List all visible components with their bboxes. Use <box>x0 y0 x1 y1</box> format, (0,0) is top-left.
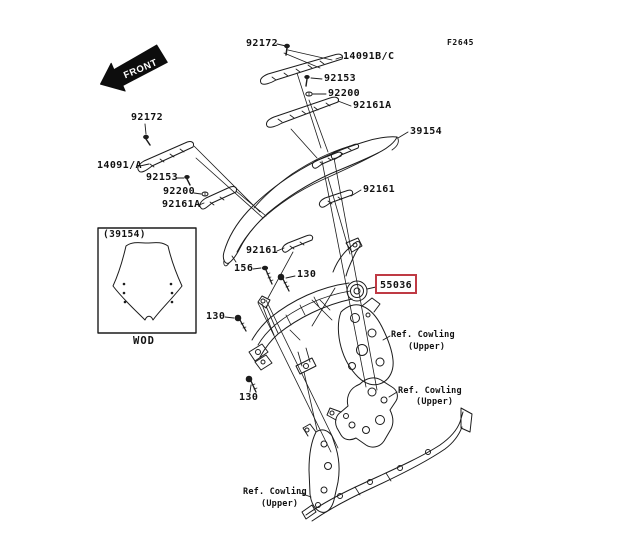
cowling-rail-drawing <box>301 407 473 522</box>
front-arrow: FRONT <box>99 44 168 92</box>
fastener-drawings <box>234 265 290 393</box>
part-label-92161-right: 92161 <box>363 184 396 195</box>
pad-drawings <box>281 189 354 253</box>
part-label-92161a-top: 92161A <box>353 100 392 111</box>
cowling-bracket-drawings <box>302 297 398 513</box>
part-label-92153-left: 92153 <box>146 172 179 183</box>
part-label-130-a: 130 <box>297 269 317 280</box>
part-label-39154: 39154 <box>410 126 443 137</box>
leader-lines <box>139 43 409 498</box>
inset-part-label: (39154) <box>103 229 146 240</box>
ref-cowling-upper-3-line2: (Upper) <box>261 499 299 509</box>
left-trim-assembly-drawing <box>137 134 267 219</box>
long-reference-lines <box>257 157 378 453</box>
part-label-92200-left: 92200 <box>163 186 196 197</box>
part-label-92161-left: 92161 <box>246 245 279 256</box>
top-trim-assembly-drawing <box>260 43 343 159</box>
ref-cowling-upper-2-line2: (Upper) <box>416 397 454 407</box>
selected-part-badge[interactable]: 55036 <box>375 274 418 294</box>
ref-cowling-upper-2-line1: Ref. Cowling <box>398 386 462 396</box>
figure-code: F2645 <box>447 38 475 47</box>
part-label-130-b: 130 <box>206 311 226 322</box>
part-label-14091a: 14091/A <box>97 160 142 171</box>
windshield-stay-drawing <box>248 237 368 375</box>
part-label-92172-left: 92172 <box>131 112 164 123</box>
ref-cowling-upper-1-line2: (Upper) <box>408 342 446 352</box>
ref-cowling-upper-3-line1: Ref. Cowling <box>243 487 307 497</box>
selected-part-number: 55036 <box>380 280 413 291</box>
part-label-92200-top: 92200 <box>328 88 361 99</box>
part-label-92172-top: 92172 <box>246 38 279 49</box>
part-label-14091bc: 14091B/C <box>343 51 395 62</box>
part-label-156: 156 <box>234 263 254 274</box>
front-arrow-shape <box>99 44 168 92</box>
part-label-92153-top: 92153 <box>324 73 357 84</box>
part-label-92161a-left: 92161A <box>162 199 201 210</box>
part-label-130-c: 130 <box>239 392 259 403</box>
inset-windshield-view <box>97 227 197 334</box>
inset-variant-code: WOD <box>133 335 155 347</box>
ref-cowling-upper-1-line1: Ref. Cowling <box>391 330 455 340</box>
